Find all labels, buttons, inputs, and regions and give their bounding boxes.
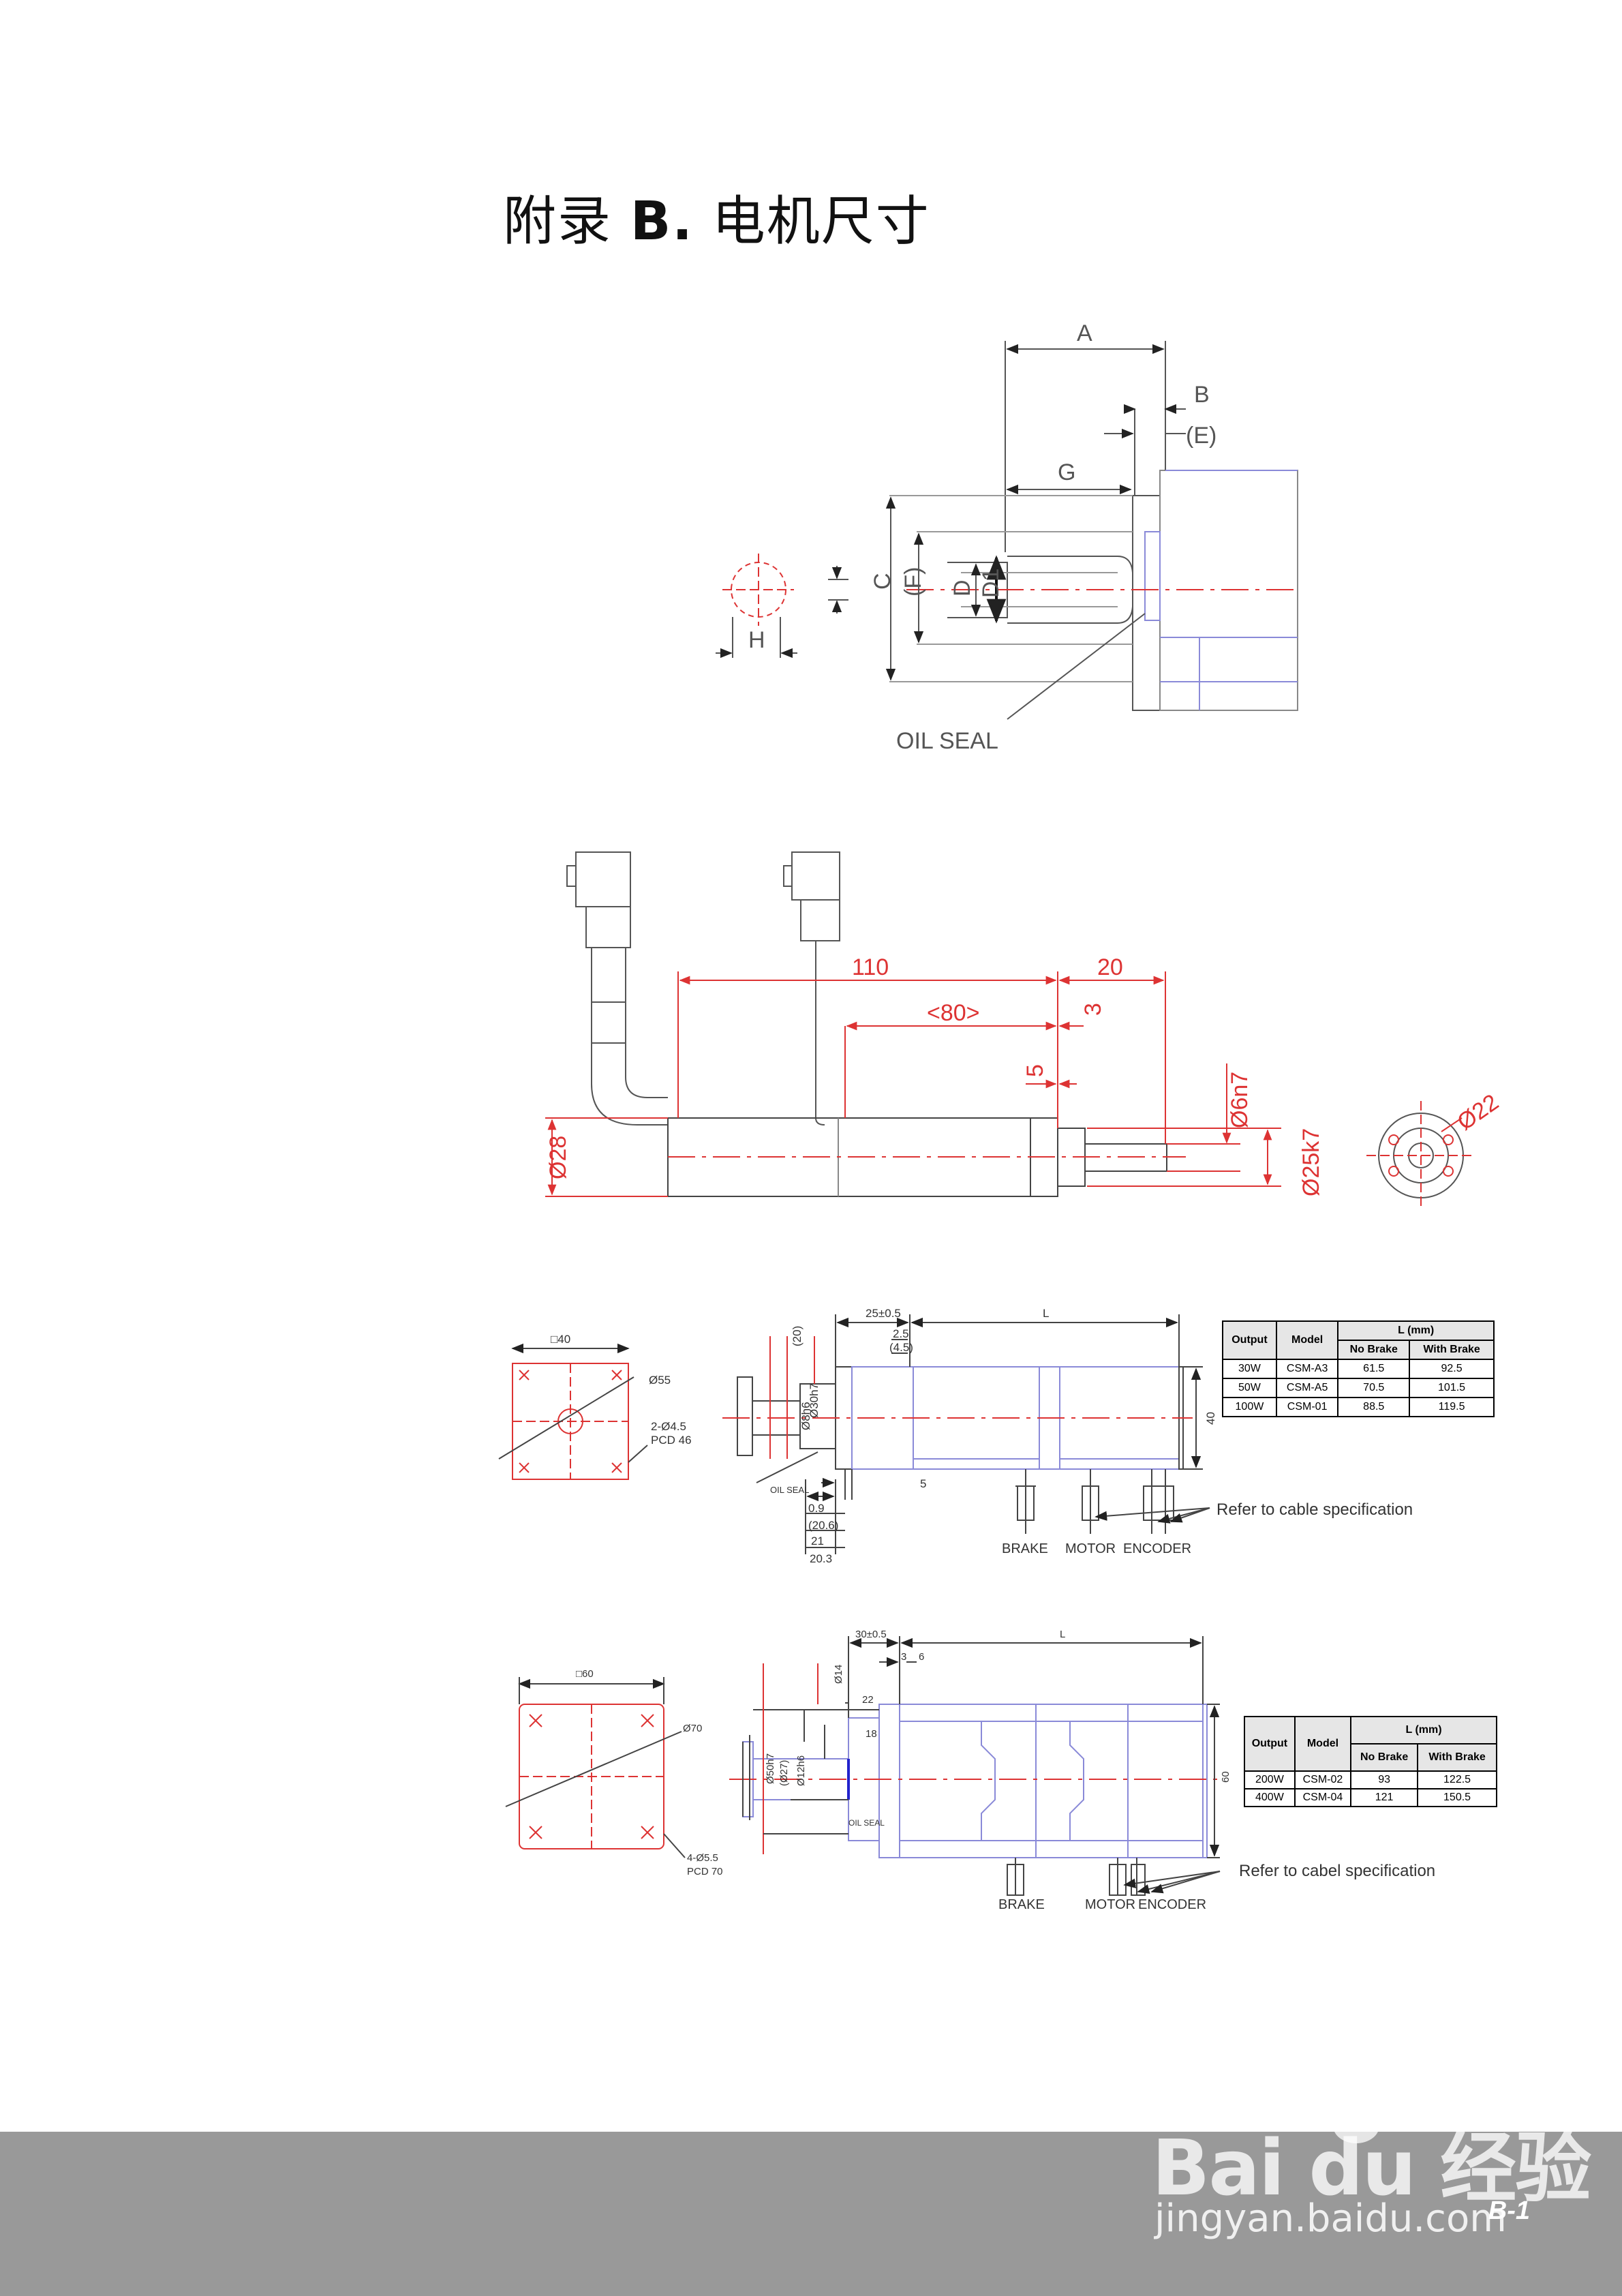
dim-09: 0.9 [808, 1502, 825, 1515]
watermark-url: jingyan.baidu.com [1154, 2196, 1507, 2241]
brake-label-4: BRAKE [998, 1897, 1045, 1912]
encoder-label-3: ENCODER [1123, 1541, 1191, 1556]
dim-70: Ø70 [683, 1723, 702, 1734]
dim-45: (4.5) [889, 1341, 913, 1354]
dim-30: 30±0.5 [855, 1629, 887, 1640]
drawing-60mm-motor [505, 1636, 1221, 1896]
spec-table-40mm: Output Model L (mm) No Brake With Brake … [1222, 1320, 1495, 1417]
dim-b: B [1194, 382, 1210, 408]
drawing-40mm-motor-labels: □40 Ø55 2-Ø4.5 PCD 46 25±0.5 2.5 (4.5) L… [551, 1307, 1413, 1565]
dia-22: Ø22 [1453, 1089, 1503, 1136]
refer-cable-4: Refer to cabel specification [1239, 1862, 1435, 1880]
dim-18-4: 18 [866, 1728, 877, 1740]
header-model: Model [1294, 1716, 1352, 1772]
page-footer [0, 2132, 1622, 2296]
dim-40: 40 [1204, 1412, 1217, 1425]
dim-square-40: □40 [551, 1333, 570, 1346]
dim-206: (20.6) [808, 1519, 838, 1532]
title-prefix: 附录 [503, 191, 613, 252]
dim-25: 25±0.5 [866, 1307, 901, 1320]
oil-seal-label-4: OIL SEAL [848, 1818, 885, 1828]
dim-5: 5 [1022, 1064, 1048, 1077]
dim-d: D [949, 579, 975, 596]
dim-a: A [1077, 320, 1092, 346]
header-output: Output [1222, 1320, 1277, 1360]
dia-6: Ø6n7 [1227, 1072, 1253, 1128]
holes-4: 4-Ø5.5 [687, 1852, 718, 1864]
pcd-4: PCD 70 [687, 1866, 723, 1877]
baidu-watermark: Bai du 经验 jingyan.baidu.com [1152, 2072, 1591, 2250]
dim-55: Ø55 [649, 1374, 671, 1387]
table-row: 400W CSM-04 121 150.5 [1244, 1788, 1497, 1807]
dim-22-4: 22 [862, 1694, 874, 1706]
shaft-dia-12: Ø12h6 [795, 1755, 807, 1786]
header-with-brake: With Brake [1409, 1340, 1495, 1360]
dia-25: Ø25k7 [1298, 1128, 1324, 1196]
shaft-dia-14: Ø14 [833, 1665, 844, 1684]
dim-c: C [870, 573, 896, 590]
dim-d1: D1 [978, 569, 1004, 598]
header-with-brake: With Brake [1417, 1743, 1497, 1772]
dim-l-3: L [1043, 1307, 1049, 1320]
spec-table-60mm: Output Model L (mm) No Brake With Brake … [1244, 1716, 1497, 1807]
page-title: 附录 B. 电机尺寸 [503, 179, 930, 255]
header-no-brake: No Brake [1350, 1743, 1419, 1772]
dim-h: H [748, 627, 765, 653]
dim-e: (E) [1186, 423, 1216, 449]
dim-3-4: 3 [901, 1651, 906, 1663]
drawing-60mm-motor-labels: □60 Ø70 4-Ø5.5 PCD 70 30±0.5 3 6 L 22 18… [576, 1629, 1435, 1912]
header-no-brake: No Brake [1337, 1340, 1411, 1360]
shaft-dia-27: (Ø27) [778, 1760, 790, 1786]
drawing-shaft-detail [716, 341, 1298, 720]
drawing-40mm-motor [498, 1314, 1210, 1554]
dim-l-4: L [1060, 1629, 1065, 1640]
dim-110: 110 [852, 954, 889, 980]
dim-6-4: 6 [919, 1651, 924, 1663]
title-letter: B. [630, 191, 694, 252]
dim-5-3: 5 [920, 1477, 926, 1490]
header-l: L (mm) [1350, 1716, 1497, 1744]
shaft-dia-30: Ø30h7 [808, 1383, 821, 1418]
oil-seal-label-3: OIL SEAL [770, 1485, 809, 1495]
holes-3: 2-Ø4.5 [651, 1420, 686, 1433]
dim-20: (20) [791, 1326, 804, 1346]
oil-seal-label: OIL SEAL [896, 728, 998, 754]
dim-60-4: 60 [1220, 1771, 1231, 1783]
table-row: 30W CSM-A3 61.5 92.5 [1222, 1359, 1495, 1379]
table-row: 100W CSM-01 88.5 119.5 [1222, 1397, 1495, 1417]
pcd-3: PCD 46 [651, 1434, 692, 1447]
header-model: Model [1275, 1320, 1339, 1360]
motor-label-4: MOTOR [1085, 1897, 1135, 1912]
drawing-shaft-detail-labels: A B (E) G C (F) D D1 H OIL SEAL [748, 320, 1216, 754]
dim-80: <80> [927, 1000, 980, 1026]
dim-g: G [1058, 459, 1075, 485]
title-text: 电机尺寸 [711, 191, 930, 252]
page-number: B-1 [1488, 2196, 1530, 2225]
dim-square-60: □60 [576, 1668, 594, 1680]
motor-label-3: MOTOR [1065, 1541, 1116, 1556]
drawing-small-motor-labels: 110 20 <80> 3 5 Ø28 Ø6n7 Ø25k7 Ø22 [545, 954, 1503, 1196]
refer-cable-3: Refer to cable specification [1216, 1500, 1413, 1519]
header-l: L (mm) [1337, 1320, 1495, 1341]
dim-21: 21 [811, 1535, 824, 1547]
header-output: Output [1244, 1716, 1296, 1772]
brake-label-3: BRAKE [1002, 1541, 1048, 1556]
dim-20: 20 [1097, 954, 1123, 980]
dim-25b: 2.5 [893, 1327, 909, 1340]
dim-3: 3 [1080, 1003, 1106, 1016]
watermark-logo: Bai du 经验 [1152, 2124, 1591, 2213]
encoder-label-4: ENCODER [1138, 1897, 1206, 1912]
shaft-dia-8: Ø8h6 [799, 1402, 812, 1430]
shaft-dia-50: Ø50h7 [765, 1753, 776, 1784]
drawing-small-motor [545, 851, 1475, 1210]
dim-203: 20.3 [810, 1552, 832, 1565]
table-row: 200W CSM-02 93 122.5 [1244, 1770, 1497, 1789]
table-row: 50W CSM-A5 70.5 101.5 [1222, 1378, 1495, 1398]
paw-icon [1318, 2076, 1396, 2143]
dim-f: (F) [900, 567, 926, 596]
dia-28: Ø28 [545, 1136, 571, 1179]
motor-drawings: A B (E) G C (F) D D1 H OIL SEAL [498, 320, 1503, 1912]
